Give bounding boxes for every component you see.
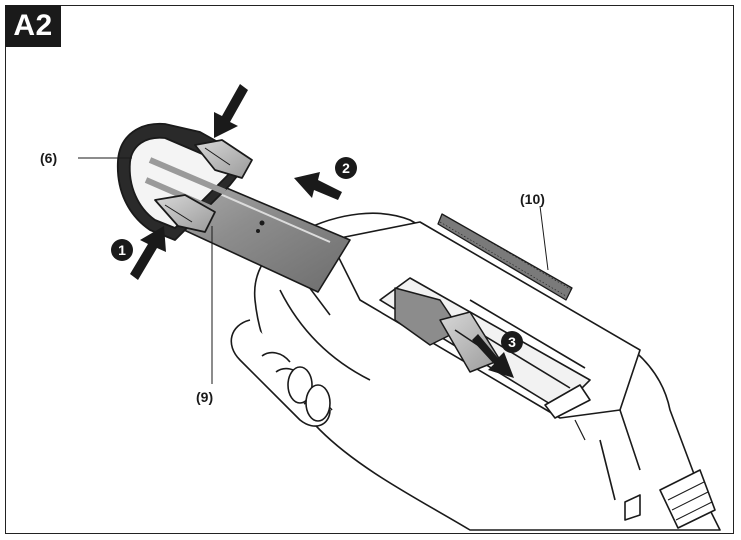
comb-strip — [437, 213, 573, 301]
comb-cap — [116, 122, 253, 241]
leader-lines — [78, 157, 549, 384]
step-3-marker: 3 — [501, 331, 523, 353]
arrow-insert — [294, 172, 342, 200]
arrow-clip-out — [472, 334, 514, 378]
svg-text:3: 3 — [508, 334, 516, 350]
callout-part-9: (9) — [196, 389, 213, 405]
arrow-up-bottom — [130, 226, 166, 280]
svg-text:1: 1 — [118, 242, 126, 258]
trimmer-body — [230, 212, 721, 531]
step-1-marker: 1 — [111, 239, 133, 261]
arrow-down-top — [214, 84, 248, 138]
callout-part-6: (6) — [40, 150, 57, 166]
svg-text:2: 2 — [342, 160, 350, 176]
callout-part-10: (10) — [520, 191, 545, 207]
figure-id-tag: A2 — [5, 5, 61, 47]
step-2-marker: 2 — [335, 157, 357, 179]
